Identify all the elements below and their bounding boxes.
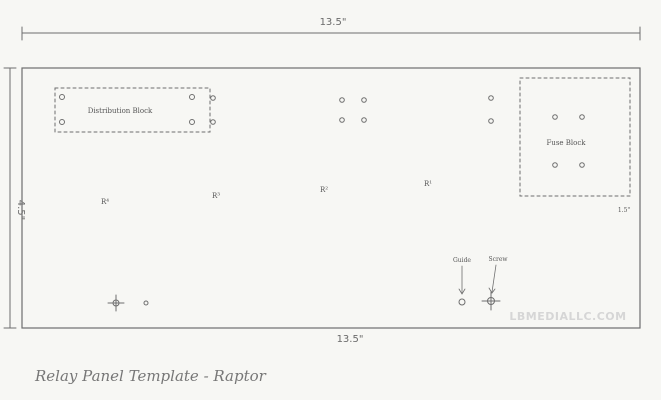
hole <box>59 94 65 100</box>
fuse-block: Fuse Block 1.5" <box>519 77 631 214</box>
left-dimension: 4.5" <box>3 67 26 329</box>
relay-mount-holes <box>339 95 494 124</box>
hole <box>552 162 558 168</box>
panel-outline <box>21 67 641 329</box>
hole <box>339 97 345 103</box>
bottom-width-label: 13.5" <box>337 334 364 345</box>
crosshair-marker <box>107 294 125 312</box>
hole <box>579 114 585 120</box>
distribution-block-label: Distribution Block <box>88 107 153 115</box>
top-width-label: 13.5" <box>320 17 347 28</box>
top-dimension: 13.5" <box>21 17 641 41</box>
hole <box>189 119 195 125</box>
guide-label: Guide <box>453 257 471 264</box>
hole <box>210 119 216 125</box>
hole <box>339 117 345 123</box>
relay-label-r3: R³ <box>212 192 220 200</box>
hole <box>488 118 494 124</box>
screw-label: Screw <box>488 256 508 263</box>
hole <box>143 300 149 306</box>
hole <box>59 119 65 125</box>
hole <box>210 95 216 101</box>
hole <box>361 117 367 123</box>
watermark: LBMEDIALLC.COM <box>509 310 626 323</box>
hole <box>361 97 367 103</box>
hole <box>189 94 195 100</box>
hole <box>552 114 558 120</box>
left-height-label: 4.5" <box>15 200 26 221</box>
hole <box>488 95 494 101</box>
relay-label-r2: R² <box>320 186 328 194</box>
fuse-block-label: Fuse Block <box>546 139 586 147</box>
template-caption: Relay Panel Template - Raptor <box>34 367 267 385</box>
hole <box>579 162 585 168</box>
relay-label-r4: R⁴ <box>101 198 109 206</box>
distribution-block: Distribution Block <box>54 87 211 133</box>
screw-hole <box>487 297 495 305</box>
fuse-offset-label: 1.5" <box>618 207 631 214</box>
guide-callout: Guide <box>453 257 471 306</box>
relay-label-r1: R¹ <box>424 180 432 188</box>
screw-callout: Screw <box>481 256 508 311</box>
guide-hole <box>458 298 466 306</box>
